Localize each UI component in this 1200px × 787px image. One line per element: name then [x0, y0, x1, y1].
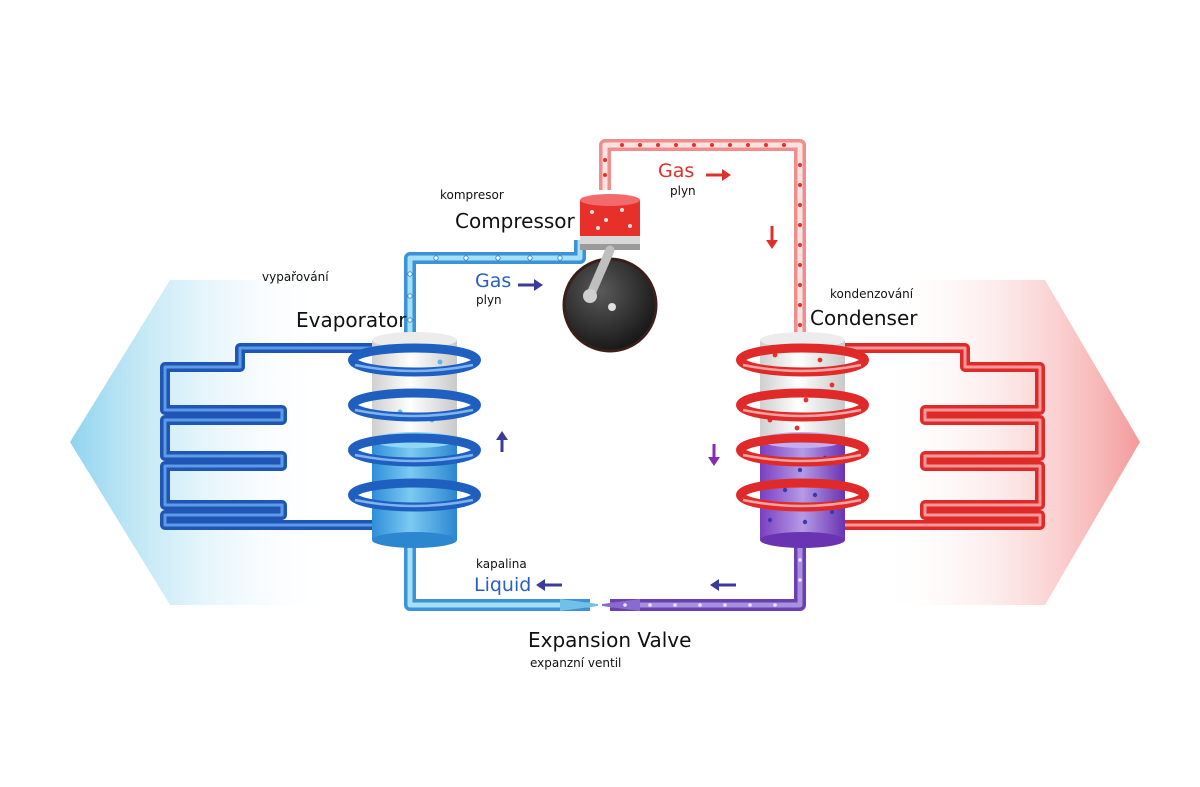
evaporator-label: Evaporator — [296, 308, 407, 332]
flow-arrow-up-cold — [496, 431, 508, 452]
flow-arrow-left-liquid — [536, 579, 562, 591]
compressor-label: Compressor — [455, 209, 575, 233]
compressor-label-cz: kompresor — [440, 188, 504, 202]
expansion-valve — [560, 599, 598, 611]
flow-arrow-right-cold — [518, 279, 543, 291]
flow-arrow-left-mixed — [710, 579, 736, 591]
cold-air-arrow — [70, 280, 330, 605]
expansion-valve-label-cz: expanzní ventil — [530, 656, 622, 670]
flow-arrow-right-hot — [706, 169, 731, 181]
liquid-label-cz: kapalina — [476, 557, 527, 571]
flow-arrow-down-mixed — [708, 444, 720, 466]
liquid-label: Liquid — [474, 574, 532, 596]
cold-gas-label: Gas — [475, 270, 512, 292]
mixed-pipe — [610, 545, 806, 611]
flow-arrow-down-hot — [766, 226, 778, 249]
condenser-label: Condenser — [810, 306, 918, 330]
cold-gas-label-cz: plyn — [476, 293, 502, 307]
warm-air-arrow — [880, 280, 1140, 605]
hot-gas-label: Gas — [658, 160, 695, 182]
expansion-valve-label: Expansion Valve — [528, 628, 692, 652]
compressor — [562, 194, 658, 353]
hot-gas-label-cz: plyn — [670, 184, 696, 198]
evaporator-label-cz: vypařování — [262, 270, 329, 284]
condenser-label-cz: kondenzování — [830, 287, 914, 301]
